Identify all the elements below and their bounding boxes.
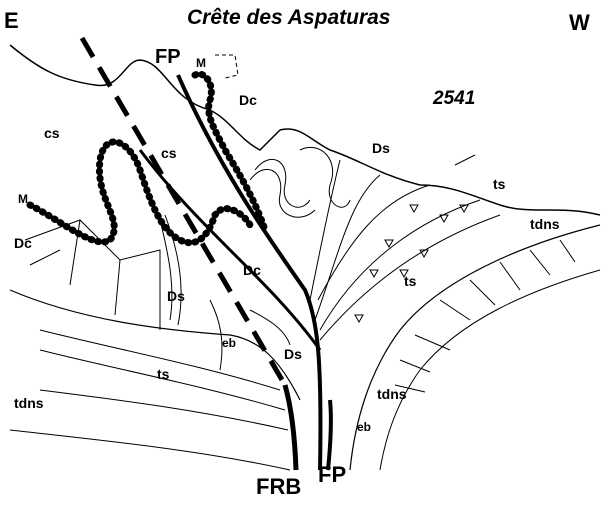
unit-label-ds-mid: Ds <box>167 288 185 304</box>
unit-label-ds-low: Ds <box>284 346 302 362</box>
unit-label-tdns-left: tdns <box>14 395 44 411</box>
unit-label-ts-right: ts <box>493 176 506 192</box>
unit-label-cs-left: cs <box>44 125 60 141</box>
m-horizon-top <box>191 70 269 234</box>
fault-label-frb: FRB <box>256 474 302 499</box>
ts-triangles <box>354 204 469 324</box>
m-bracket <box>215 54 239 79</box>
unit-label-eb-mid: eb <box>222 336 237 350</box>
fault-fp-secondary <box>138 149 322 351</box>
unit-label-m-top: M <box>196 56 206 70</box>
elevation-label: 2541 <box>433 88 476 109</box>
dc-blocks <box>24 219 161 330</box>
west-label: W <box>569 10 590 35</box>
unit-label-ts-mid: ts <box>404 273 417 289</box>
lower-boundary <box>9 289 301 401</box>
base-curve <box>9 429 291 471</box>
unit-label-tdns-right: tdns <box>530 216 560 232</box>
tick-mark <box>454 154 476 166</box>
section-title: Crête des Aspaturas <box>187 6 391 29</box>
fault-label-fp-bottom: FP <box>318 462 347 487</box>
unit-label-cs-mid: cs <box>161 145 177 161</box>
unit-label-ts-low: ts <box>157 366 170 382</box>
fault-frb <box>282 384 299 471</box>
fault-fp-lower <box>326 399 333 471</box>
unit-label-tdns-low: tdns <box>377 386 407 402</box>
topography-line <box>9 44 601 216</box>
east-label: E <box>4 8 19 33</box>
ds-folds <box>159 147 351 371</box>
unit-label-dc-top: Dc <box>239 92 257 108</box>
unit-label-m-left: M <box>18 192 28 206</box>
unit-label-dc-mid: Dc <box>243 262 261 278</box>
unit-label-eb-low: eb <box>357 420 372 434</box>
unit-label-ds-top: Ds <box>372 140 390 156</box>
tdns-blocks <box>394 239 576 393</box>
right-arc-outer <box>379 269 601 471</box>
fan-strata <box>39 159 501 431</box>
m-horizon-left-outline <box>29 141 251 243</box>
right-arc <box>349 224 601 471</box>
unit-label-dc-left: Dc <box>14 235 32 251</box>
fault-fp <box>176 74 323 471</box>
fault-label-fp-top: FP <box>155 46 181 68</box>
